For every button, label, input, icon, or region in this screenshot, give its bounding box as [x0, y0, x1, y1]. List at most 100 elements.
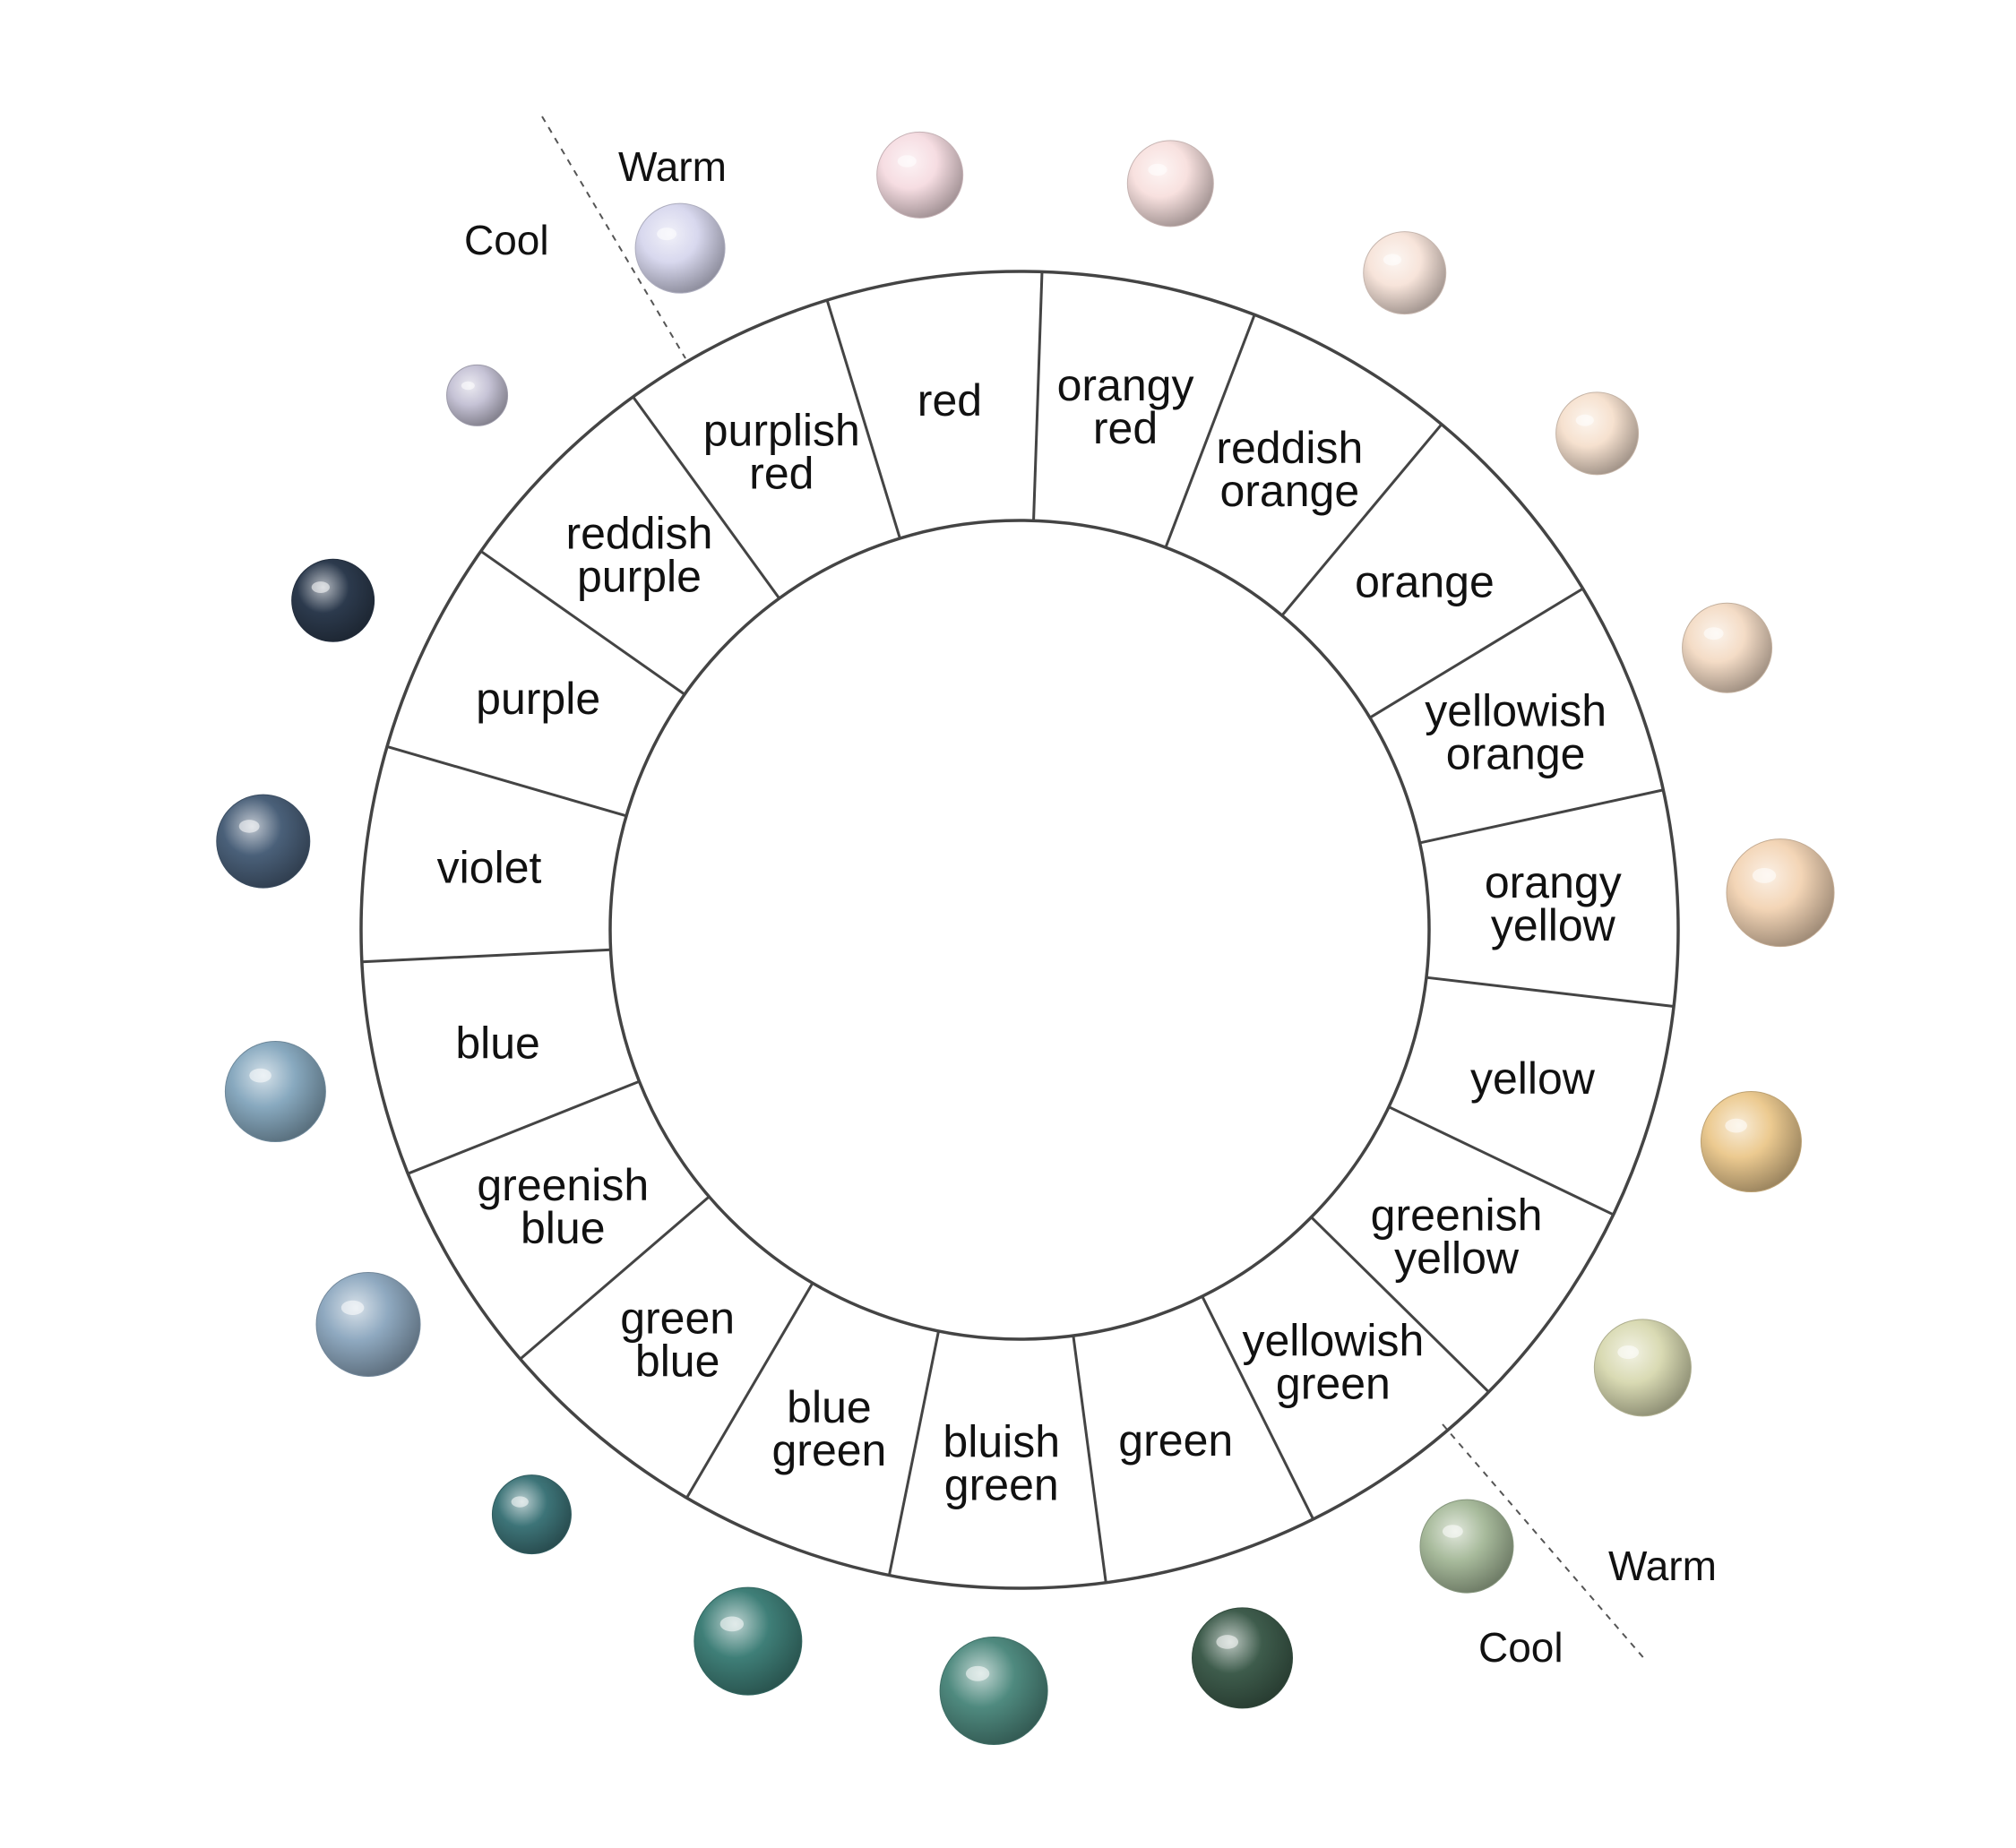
segment-label-line: orangy [1057, 360, 1194, 410]
pearl-highlight [1442, 1525, 1463, 1538]
zone-label-warm-bottom: Warm [1608, 1543, 1717, 1589]
warm-cool-divider-top [541, 116, 686, 359]
segment-divider [1426, 976, 1675, 1009]
segment-divider [1369, 587, 1584, 719]
pearl-purple [291, 558, 375, 642]
segment-label-line: blue [787, 1382, 872, 1432]
warm-cool-divider-bottom [1442, 1423, 1648, 1663]
segment-label-line: yellowish [1242, 1315, 1424, 1365]
segment-divider [1310, 1216, 1490, 1393]
segment-label-line: orange [1355, 556, 1495, 606]
pearl-highlight [1575, 414, 1594, 426]
segment-label-yellow: yellow [1470, 1053, 1596, 1104]
segment-label-line: reddish [1216, 423, 1363, 473]
pearl-green-blue [491, 1474, 572, 1555]
segment-label-line: blue [455, 1019, 540, 1069]
segment-label-line: red [918, 375, 982, 425]
pearl-green [1192, 1607, 1294, 1709]
segment-label-line: purplish [703, 405, 860, 455]
pearl-violet [216, 794, 311, 889]
segment-label-orange: orange [1355, 556, 1495, 606]
pearl-highlight [1703, 627, 1724, 640]
segment-label-line: purple [577, 552, 702, 602]
segment-label-line: red [749, 448, 814, 498]
segment-divider [632, 396, 780, 599]
segment-divider [361, 948, 611, 964]
segment-label-blue: blue [455, 1019, 540, 1069]
segment-label-line: yellow [1394, 1233, 1520, 1284]
segment-label-line: blue [635, 1337, 720, 1387]
pearl-orangy-red [1126, 140, 1214, 228]
pearl-highlight [965, 1665, 990, 1681]
pearl-highlight [1383, 254, 1402, 266]
zone-label-cool-bottom: Cool [1478, 1624, 1564, 1671]
segment-label-line: green [944, 1460, 1059, 1510]
pearl-blue [224, 1041, 326, 1143]
segment-label-purple: purple [476, 674, 600, 724]
segment-divider [1419, 788, 1664, 845]
segment-divider [887, 1330, 940, 1576]
segment-divider [825, 299, 901, 539]
segment-label-line: orange [1219, 466, 1359, 516]
segment-label-green: green [1118, 1415, 1233, 1466]
segment-label-line: green [1118, 1415, 1233, 1466]
pearl-yellow [1700, 1091, 1802, 1193]
segment-label-line: orangy [1485, 857, 1622, 907]
pearl-red [876, 131, 964, 219]
segment-divider [479, 550, 685, 696]
pearl-blue-green [694, 1586, 803, 1696]
zone-label-cool-top: Cool [464, 217, 549, 263]
pearl-highlight [897, 155, 917, 168]
pearl-highlight [657, 228, 677, 241]
inner-ring [608, 519, 1431, 1341]
segment-label-line: greenish [1371, 1190, 1543, 1241]
pearl-yellowish-green [1419, 1499, 1514, 1594]
pearl-reddish-purple [446, 364, 509, 426]
segment-label-line: yellow [1491, 900, 1616, 950]
pearl-highlight [719, 1616, 745, 1632]
segment-divider [1280, 423, 1443, 617]
pearl-highlight [311, 581, 330, 594]
segment-label-line: red [1093, 403, 1158, 453]
pearl-highlight [1216, 1635, 1239, 1649]
pearl-highlight [1617, 1345, 1640, 1360]
segment-divider [519, 1195, 711, 1361]
pearl-highlight [1725, 1118, 1747, 1133]
segment-label-line: greenish [477, 1160, 649, 1210]
pearl-orange [1555, 391, 1640, 476]
segment-label-violet: violet [437, 843, 542, 893]
pearl-purplish-red [634, 202, 726, 294]
pearl-highlight [511, 1496, 529, 1508]
pearl-bluish-green [939, 1637, 1048, 1746]
pearl-reddish-orange [1363, 231, 1447, 315]
segment-divider [1164, 314, 1256, 548]
pearl-orangy-yellow [1726, 838, 1835, 948]
pearl-highlight [340, 1300, 365, 1316]
segment-divider [1032, 271, 1044, 521]
segment-label-line: orange [1446, 728, 1586, 778]
pearl-highlight [1752, 868, 1777, 883]
segment-label-line: bluish [943, 1417, 1060, 1467]
segment-divider [386, 745, 627, 818]
pearl-highlight [249, 1068, 271, 1083]
segment-divider [1072, 1335, 1107, 1583]
segment-label-line: green [620, 1294, 735, 1344]
pearl-highlight [461, 381, 475, 391]
pearl-yellowish-orange [1682, 602, 1773, 693]
segment-label-line: green [1276, 1358, 1391, 1408]
segment-label-line: yellowish [1425, 685, 1607, 735]
segment-label-line: purple [476, 674, 600, 724]
